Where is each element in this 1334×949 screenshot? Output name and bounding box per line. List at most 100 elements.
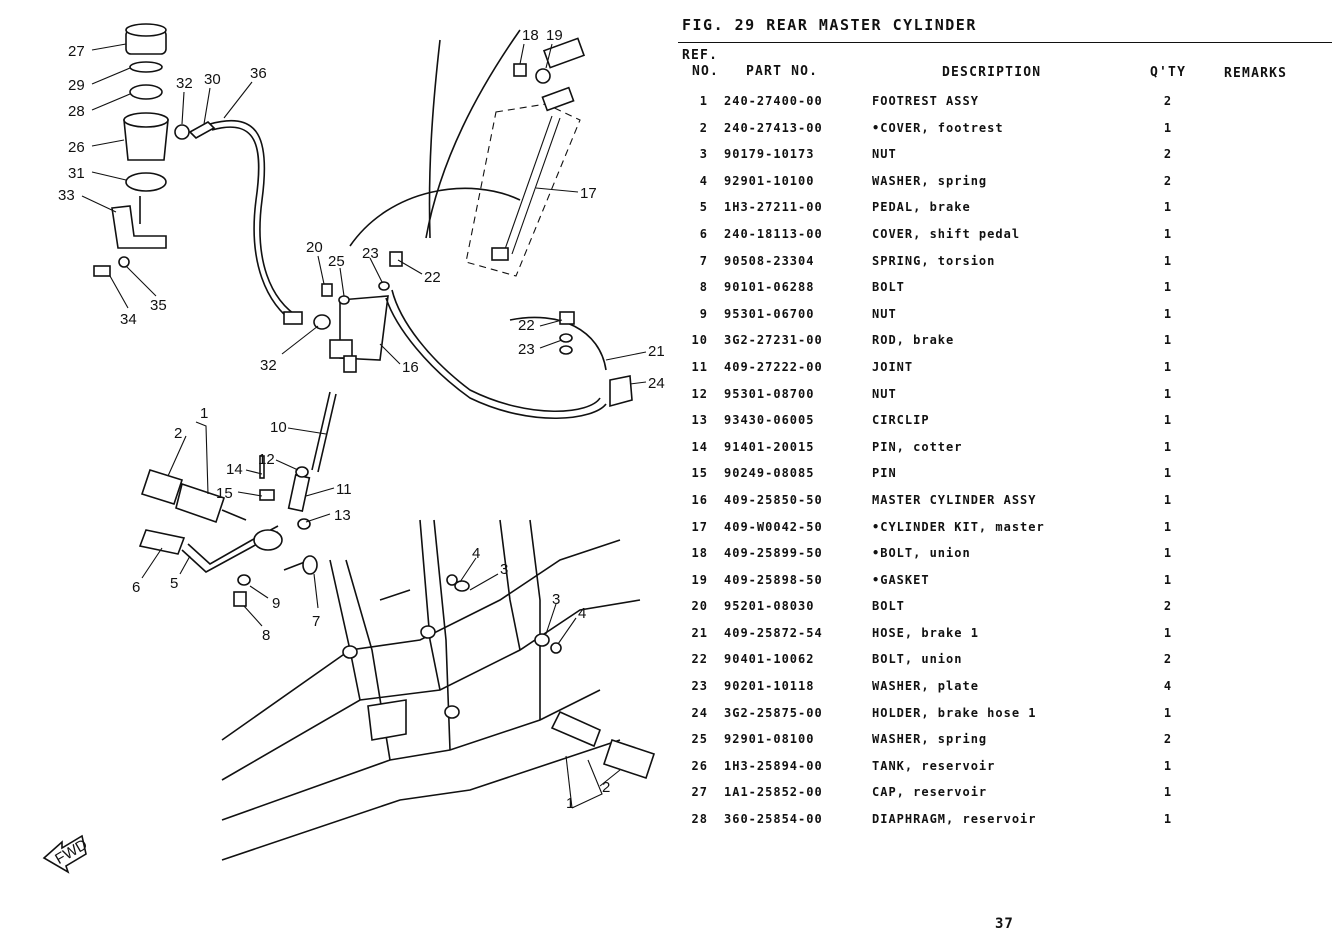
qty-cell: 1 (1163, 280, 1173, 295)
callout-1b: 1 (566, 795, 574, 812)
description-cell: HOSE, brake 1 (872, 625, 979, 640)
description-cell: WASHER, spring (872, 173, 988, 188)
part-no-cell: 240-27413-00 (724, 120, 823, 135)
qty-cell: 1 (1163, 333, 1173, 348)
callout-5: 5 (170, 575, 178, 592)
part-no-cell: 409-25872-54 (724, 625, 823, 640)
callout-6: 6 (132, 579, 140, 596)
part-no-cell: 409-W0042-50 (724, 519, 823, 534)
ref-cell: 8 (699, 280, 708, 295)
callout-24: 24 (648, 375, 665, 392)
part-no-cell: 1H3-27211-00 (724, 200, 823, 215)
ref-cell: 26 (691, 758, 708, 773)
ref-cell: 25 (691, 732, 708, 747)
description-cell: WASHER, spring (872, 732, 988, 747)
qty-cell: 1 (1163, 492, 1173, 507)
ref-cell: 1 (699, 94, 708, 108)
table-row: 21 409-25872-54 HOSE, brake 1 1 (678, 620, 1332, 647)
part-no-cell: 409-25899-50 (724, 546, 823, 561)
callout-15: 15 (216, 485, 233, 502)
callout-31: 31 (68, 165, 85, 182)
header-description: DESCRIPTION (942, 65, 1042, 80)
qty-cell: 1 (1163, 359, 1173, 374)
ref-cell: 16 (691, 492, 708, 507)
part-no-cell: 90179-10173 (724, 147, 815, 162)
qty-cell: 1 (1163, 572, 1173, 587)
ref-cell: 9 (699, 306, 708, 321)
part-no-cell: 92901-08100 (724, 732, 815, 747)
callout-36: 36 (250, 65, 267, 82)
part-no-cell: 90508-23304 (724, 253, 815, 268)
qty-cell: 1 (1163, 413, 1173, 428)
callout-30: 30 (204, 71, 221, 88)
brake-pedal-assembly (138, 391, 337, 607)
cylinder-kit-inset (425, 29, 586, 277)
page-number: 37 (995, 916, 1014, 932)
part-no-cell: 409-25850-50 (724, 492, 823, 507)
ref-cell: 13 (691, 413, 708, 428)
callout-1a: 1 (200, 405, 208, 422)
ref-cell: 10 (691, 333, 708, 348)
qty-cell: 2 (1163, 94, 1173, 108)
callout-27: 27 (68, 43, 85, 60)
ref-cell: 27 (691, 785, 708, 800)
header-remarks: REMARKS (1224, 66, 1288, 81)
description-cell: JOINT (872, 359, 914, 374)
callout-23b: 23 (518, 341, 535, 358)
part-no-cell: 1A1-25852-00 (724, 785, 823, 800)
description-cell: DIAPHRAGM, reservoir (872, 812, 1037, 827)
ref-cell: 21 (691, 625, 708, 640)
header-ref-line2: NO. (692, 64, 720, 79)
callout-19: 19 (546, 27, 563, 44)
ref-cell: 22 (691, 652, 708, 667)
part-no-cell: 92901-10100 (724, 173, 815, 188)
ref-cell: 23 (691, 679, 708, 694)
callout-14: 14 (226, 461, 243, 478)
qty-cell: 1 (1163, 546, 1173, 561)
description-cell: BOLT (872, 280, 905, 295)
description-cell: •COVER, footrest (872, 120, 1004, 135)
description-cell: TANK, reservoir (872, 758, 996, 773)
header-qty: Q'TY (1150, 65, 1187, 80)
ref-cell: 14 (691, 439, 708, 454)
callout-17: 17 (580, 185, 597, 202)
description-cell: WASHER, plate (872, 679, 979, 694)
part-no-cell: 90101-06288 (724, 280, 815, 295)
ref-cell: 4 (699, 173, 708, 188)
part-no-cell: 1H3-25894-00 (724, 758, 823, 773)
description-cell: SPRING, torsion (872, 253, 996, 268)
part-no-cell: 91401-20015 (724, 439, 815, 454)
callout-4b: 4 (578, 605, 586, 622)
callout-13: 13 (334, 507, 351, 524)
description-cell: PIN (872, 466, 897, 481)
qty-cell: 1 (1163, 625, 1173, 640)
description-cell: •BOLT, union (872, 546, 971, 561)
description-cell: BOLT (872, 599, 905, 614)
exploded-parts-diagram: FWD 27 29 28 26 31 33 32 30 36 3 (42, 23, 665, 874)
description-cell: NUT (872, 147, 897, 162)
title-rule (678, 42, 1332, 43)
table-row: 4 92901-10100 WASHER, spring 2 (678, 168, 1332, 195)
callout-21: 21 (648, 343, 665, 360)
ref-cell: 3 (699, 147, 708, 162)
callout-4a: 4 (472, 545, 480, 562)
ref-cell: 12 (691, 386, 708, 401)
qty-cell: 2 (1163, 173, 1173, 188)
part-no-cell: 90249-08085 (724, 466, 815, 481)
part-no-cell: 90201-10118 (724, 679, 815, 694)
ref-cell: 19 (691, 572, 708, 587)
callout-34: 34 (120, 311, 137, 328)
